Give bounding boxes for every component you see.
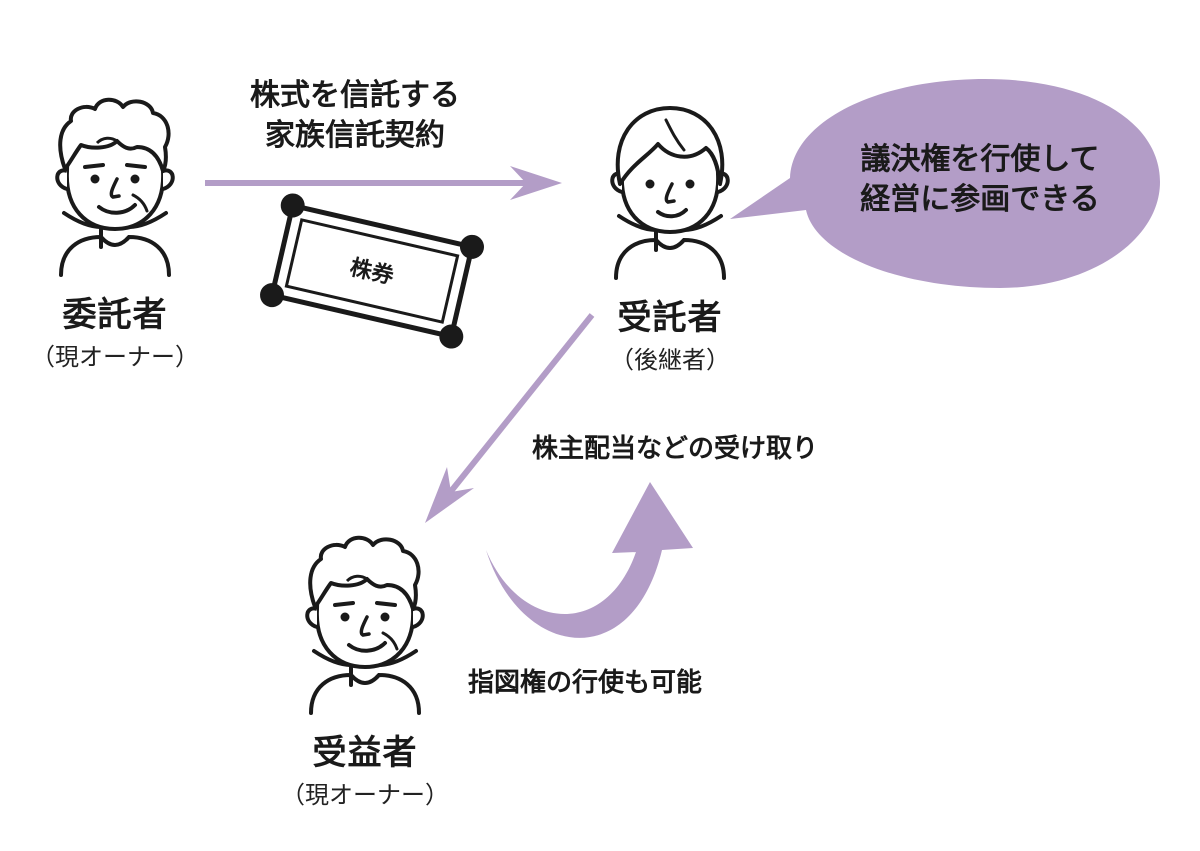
truster-role-label: 委託者 (62, 295, 168, 335)
trustee-young-man-icon (610, 106, 730, 280)
truster-elder-man-icon (55, 97, 175, 277)
speech-bubble-line1: 議決権を行使して (860, 142, 1100, 177)
stock-certificate-icon: 株券 (260, 193, 484, 349)
beneficiary-note-label: （現オーナー） (281, 781, 449, 809)
contract-label-line1: 株式を信託する (250, 78, 460, 113)
beneficiary-role-label: 受益者 (312, 733, 418, 773)
contract-arrow-right-icon (205, 166, 562, 200)
contract-label-line2: 家族信託契約 (265, 118, 445, 153)
speech-bubble-text: 議決権を行使して 経営に参画できる (815, 140, 1145, 220)
instruction-label: 指図権の行使も可能 (467, 668, 702, 698)
transfer-arrow-down-left-icon (425, 313, 595, 523)
instruction-curved-arrow-up-icon (486, 482, 693, 638)
trustee-note-label: （後継者） (610, 346, 730, 374)
speech-bubble-line2: 経営に参画できる (860, 182, 1100, 217)
speech-bubble-icon (730, 79, 1160, 288)
beneficiary-elder-man-icon (305, 535, 425, 715)
dividend-label: 株主配当などの受け取り (531, 434, 818, 464)
truster-note-label: （現オーナー） (31, 343, 199, 371)
contract-label: 株式を信託する 家族信託契約 (200, 76, 510, 156)
trustee-role-label: 受託者 (617, 298, 723, 338)
